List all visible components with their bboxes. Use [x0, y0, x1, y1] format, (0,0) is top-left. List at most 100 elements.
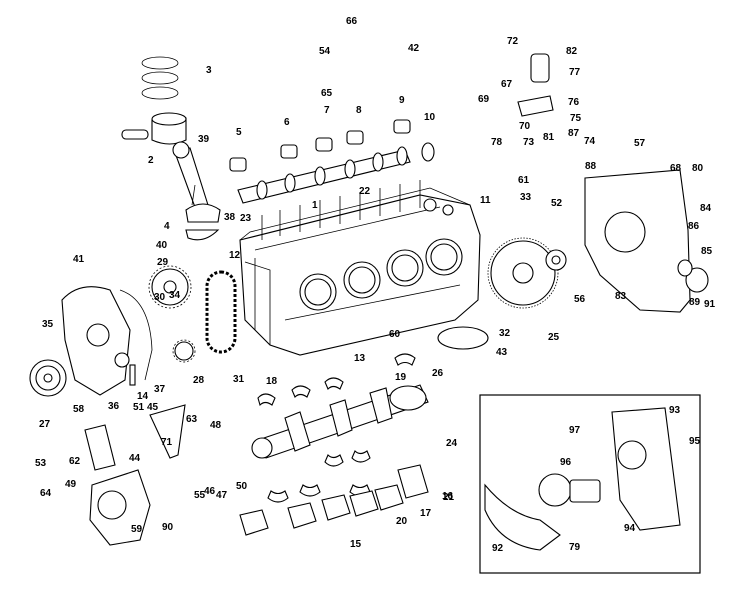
crank-sprocket — [172, 339, 196, 363]
callout-6: 6 — [284, 117, 290, 128]
camshaft — [237, 146, 411, 204]
callout-45: 45 — [147, 402, 159, 413]
callout-96: 96 — [560, 457, 572, 468]
piston-and-pin — [121, 112, 187, 145]
callout-17: 17 — [420, 508, 432, 519]
callout-55: 55 — [194, 490, 206, 501]
callout-75: 75 — [570, 113, 582, 124]
callout-84: 84 — [700, 203, 712, 214]
callout-78: 78 — [491, 137, 503, 148]
flywheel — [487, 237, 559, 309]
callout-85: 85 — [701, 246, 713, 257]
callout-47: 47 — [216, 490, 228, 501]
callout-79: 79 — [569, 542, 581, 553]
inset-front-plate — [611, 407, 681, 531]
callout-25: 25 — [548, 332, 560, 343]
callout-27: 27 — [39, 419, 51, 430]
inset-gasket — [484, 483, 561, 551]
callout-69: 69 — [478, 94, 490, 105]
callout-77: 77 — [569, 67, 581, 78]
callout-22: 22 — [359, 186, 371, 197]
cam-bearings — [229, 119, 435, 172]
callout-58: 58 — [73, 404, 85, 415]
callout-82: 82 — [566, 46, 578, 57]
callout-97: 97 — [569, 425, 581, 436]
callout-60: 60 — [389, 329, 401, 340]
callout-29: 29 — [157, 257, 169, 268]
callout-28: 28 — [193, 375, 205, 386]
callout-12: 12 — [229, 250, 241, 261]
callout-67: 67 — [501, 79, 513, 90]
callout-39: 39 — [198, 134, 210, 145]
oil-pump-screen — [437, 326, 489, 350]
cam-sprocket — [148, 265, 192, 309]
callout-31: 31 — [233, 374, 245, 385]
callout-50: 50 — [236, 481, 248, 492]
callout-1: 1 — [312, 200, 318, 211]
callout-5: 5 — [236, 127, 242, 138]
callout-9: 9 — [399, 95, 405, 106]
callout-61: 61 — [518, 175, 530, 186]
callout-44: 44 — [129, 453, 141, 464]
inset-pump — [538, 473, 601, 507]
callout-16: 16 — [442, 491, 454, 502]
callout-63: 63 — [186, 414, 198, 425]
callout-37: 37 — [154, 384, 166, 395]
timing-chain — [205, 270, 237, 354]
callout-68: 68 — [670, 163, 682, 174]
callout-56: 56 — [574, 294, 586, 305]
harmonic-damper — [29, 359, 67, 397]
callout-10: 10 — [424, 112, 436, 123]
callout-13: 13 — [354, 353, 366, 364]
callout-81: 81 — [543, 132, 555, 143]
main-caps — [239, 464, 429, 536]
callout-32: 32 — [499, 328, 511, 339]
callout-21: 21 — [443, 492, 455, 503]
callout-4: 4 — [164, 221, 170, 232]
callout-49: 49 — [65, 479, 77, 490]
callout-26: 26 — [432, 368, 444, 379]
callout-36: 36 — [108, 401, 120, 412]
callout-92: 92 — [492, 543, 504, 554]
callout-52: 52 — [551, 198, 563, 209]
callout-51: 51 — [133, 402, 145, 413]
callout-2: 2 — [148, 155, 154, 166]
oil-filter — [517, 53, 554, 117]
callout-43: 43 — [496, 347, 508, 358]
callout-62: 62 — [69, 456, 81, 467]
callout-87: 87 — [568, 128, 580, 139]
callout-66: 66 — [346, 16, 358, 27]
callout-80: 80 — [692, 163, 704, 174]
seal-and-spacers — [114, 352, 136, 386]
engine-block — [239, 180, 481, 356]
callout-18: 18 — [266, 376, 278, 387]
callout-15: 15 — [350, 539, 362, 550]
connecting-rod — [172, 141, 221, 241]
flywheel-housing — [545, 169, 709, 313]
callout-70: 70 — [519, 121, 531, 132]
callout-41: 41 — [73, 254, 85, 265]
callout-38: 38 — [224, 212, 236, 223]
pump-bracket — [84, 404, 186, 471]
callout-57: 57 — [634, 138, 646, 149]
callout-76: 76 — [568, 97, 580, 108]
callout-74: 74 — [584, 136, 596, 147]
timing-cover — [61, 286, 153, 396]
callout-65: 65 — [321, 88, 333, 99]
callout-35: 35 — [42, 319, 54, 330]
callout-91: 91 — [704, 299, 716, 310]
crankshaft — [251, 384, 429, 459]
callout-3: 3 — [206, 65, 212, 76]
callout-20: 20 — [396, 516, 408, 527]
callout-24: 24 — [446, 438, 458, 449]
callout-33: 33 — [520, 192, 532, 203]
callout-8: 8 — [356, 105, 362, 116]
callout-11: 11 — [480, 195, 491, 206]
callout-34: 34 — [169, 290, 181, 301]
callout-14: 14 — [137, 391, 149, 402]
callout-42: 42 — [408, 43, 420, 54]
callout-48: 48 — [210, 420, 222, 431]
callout-93: 93 — [669, 405, 681, 416]
